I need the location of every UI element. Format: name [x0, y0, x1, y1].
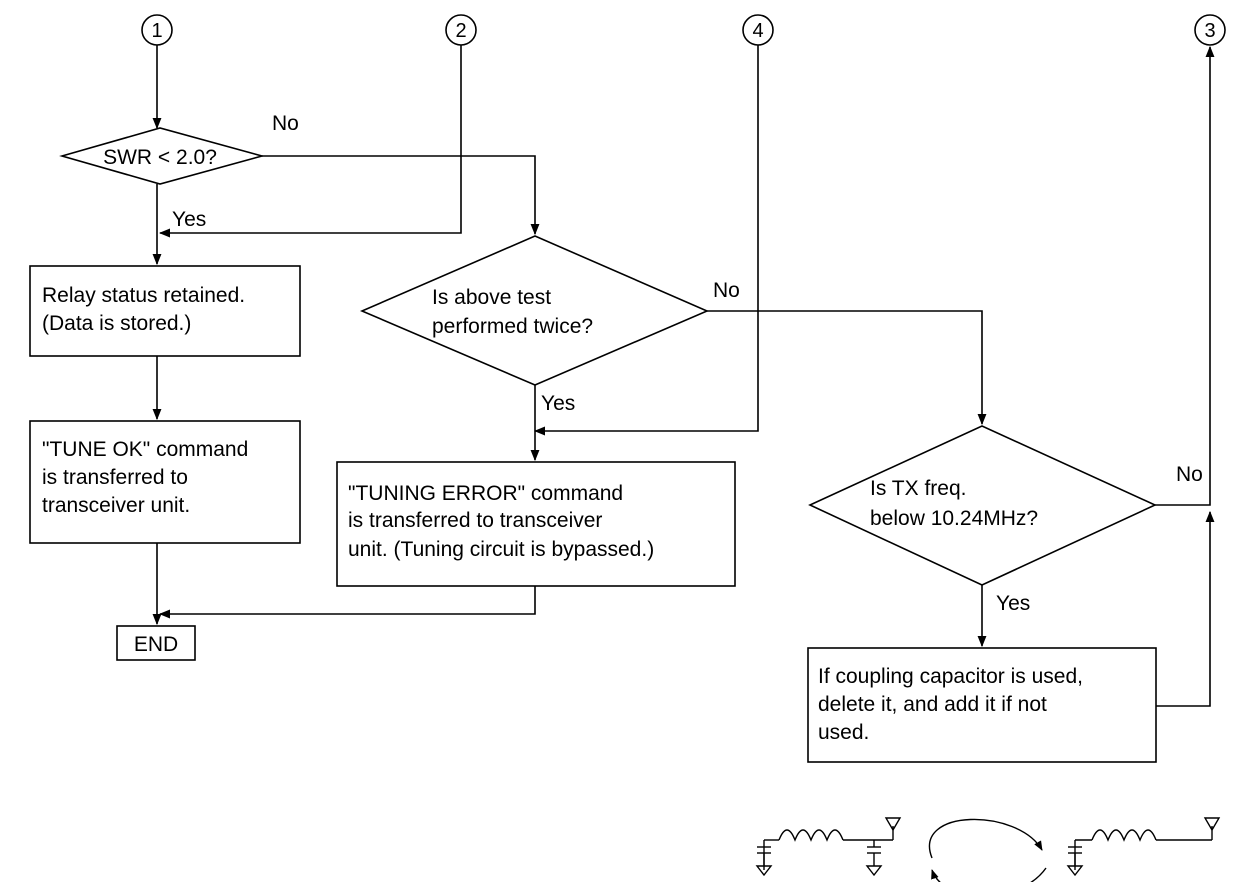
decision-twice-line2: performed twice? — [432, 315, 593, 338]
tune-ok-line1: "TUNE OK" command — [42, 438, 248, 461]
box-tune-ok: "TUNE OK" command is transferred to tran… — [29, 420, 301, 544]
twice-yes-label: Yes — [541, 392, 575, 415]
decision-swr: SWR < 2.0? — [59, 127, 266, 185]
box-coupling-capacitor: If coupling capacitor is used, delete it… — [807, 647, 1157, 763]
connector-1-label: 1 — [151, 20, 162, 42]
relay-line2: (Data is stored.) — [42, 312, 191, 335]
twice-no-label: No — [713, 279, 740, 302]
line-freq-no-to-c3 — [1155, 45, 1215, 506]
box-relay-status: Relay status retained. (Data is stored.) — [29, 265, 301, 357]
connector-3: 3 — [1194, 14, 1226, 46]
swr-yes-label: Yes — [172, 208, 206, 231]
line-swr-no — [262, 155, 540, 236]
decision-freq-line1: Is TX freq. — [870, 477, 966, 500]
connector-1: 1 — [141, 14, 173, 46]
connector-2-label: 2 — [455, 20, 466, 42]
circuit-without-coupling — [1066, 817, 1221, 877]
relay-line1: Relay status retained. — [42, 284, 245, 307]
decision-twice: Is above test performed twice? — [359, 235, 710, 386]
decision-twice-line1: Is above test — [432, 286, 551, 309]
box-end: END — [116, 625, 196, 661]
line-c2-to-yes — [158, 45, 462, 238]
coupling-line1: If coupling capacitor is used, — [818, 665, 1083, 688]
freq-yes-label: Yes — [996, 592, 1030, 615]
tune-ok-line3: transceiver unit. — [42, 494, 190, 517]
line-c4-to-tuning-error — [533, 45, 759, 436]
tune-ok-line2: is transferred to — [42, 466, 188, 489]
coupling-line3: used. — [818, 721, 869, 744]
tuning-error-line2: is transferred to transceiver — [348, 509, 602, 532]
tuning-error-line1: "TUNING ERROR" command — [348, 482, 623, 505]
box-tuning-error: "TUNING ERROR" command is transferred to… — [336, 461, 736, 587]
freq-no-label: No — [1176, 463, 1203, 486]
coupling-line2: delete it, and add it if not — [818, 693, 1047, 716]
connector-4-label: 4 — [752, 20, 763, 42]
decision-freq-line2: below 10.24MHz? — [870, 507, 1038, 530]
exchange-arrows — [928, 818, 1047, 882]
end-label: END — [134, 633, 178, 656]
line-tuning-error-to-end — [158, 586, 536, 619]
connector-3-label: 3 — [1204, 20, 1215, 42]
connector-2: 2 — [445, 14, 477, 46]
connector-4: 4 — [742, 14, 774, 46]
line-coupling-return — [1156, 510, 1215, 707]
circuit-with-capacitors — [755, 817, 902, 877]
swr-no-label: No — [272, 112, 299, 135]
decision-frequency: Is TX freq. below 10.24MHz? — [808, 425, 1157, 586]
decision-swr-label: SWR < 2.0? — [103, 146, 217, 169]
tuning-error-line3: unit. (Tuning circuit is bypassed.) — [348, 538, 654, 561]
line-twice-no — [707, 310, 987, 426]
